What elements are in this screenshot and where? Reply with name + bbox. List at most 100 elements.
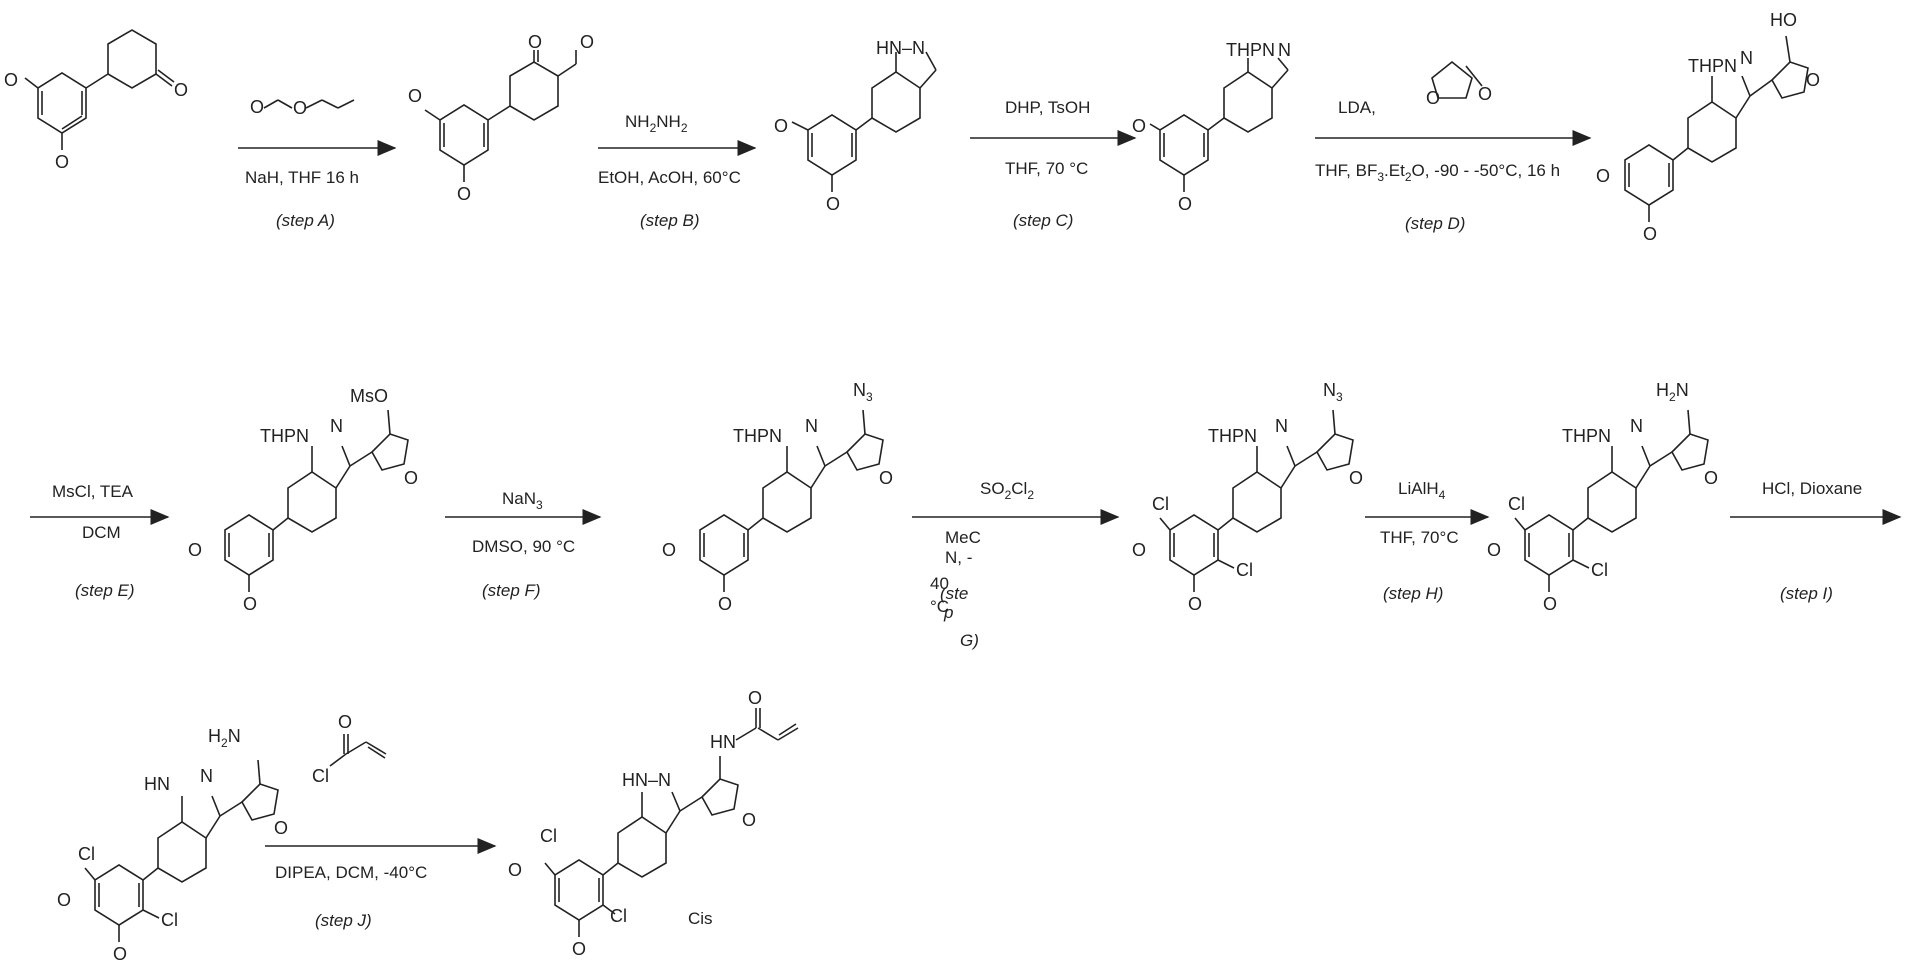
conditions-step-g-line2: N, - xyxy=(945,548,972,567)
atom-hn: HN xyxy=(710,732,736,752)
compound-9: Cl Cl O O THPN N O H2N xyxy=(1487,380,1718,614)
reagent-acryloyl-chloride: O Cl xyxy=(312,712,386,786)
atom-o: O xyxy=(457,184,471,204)
atom-o: O xyxy=(1596,166,1610,186)
label-step-f: (step F) xyxy=(482,581,541,600)
conditions-step-e: DCM xyxy=(82,523,121,542)
compound-2: O O O O xyxy=(408,32,594,204)
atom-cl: Cl xyxy=(1591,560,1608,580)
stereo-label-cis: Cis xyxy=(688,909,713,928)
conditions-step-c: THF, 70 °C xyxy=(1005,159,1088,178)
reagents-step-h: LiAlH4 xyxy=(1398,479,1446,502)
atom-o: O xyxy=(1478,84,1492,104)
reagents-step-e: MsCl, TEA xyxy=(52,482,134,501)
reagents-step-g: SO2Cl2 xyxy=(980,479,1034,502)
atom-thpn: THPN xyxy=(1688,56,1737,76)
label-step-d: (step D) xyxy=(1405,214,1465,233)
conditions-step-b: EtOH, AcOH, 60°C xyxy=(598,168,741,187)
atom-thpn: THPN xyxy=(1562,426,1611,446)
reagents-step-i: HCl, Dioxane xyxy=(1762,479,1862,498)
atom-n: N xyxy=(1278,40,1291,60)
atom-o: O xyxy=(508,860,522,880)
atom-cl: Cl xyxy=(1508,494,1525,514)
atom-o: O xyxy=(748,688,762,708)
atom-o: O xyxy=(113,944,127,964)
atom-o: O xyxy=(1132,540,1146,560)
atom-o: O xyxy=(580,32,594,52)
atom-o: O xyxy=(1487,540,1501,560)
atom-thpn: THPN xyxy=(733,426,782,446)
atom-o: O xyxy=(1132,116,1146,136)
atom-cl: Cl xyxy=(78,844,95,864)
label-step-h: (step H) xyxy=(1383,584,1443,603)
atom-o: O xyxy=(742,810,756,830)
atom-mso: MsO xyxy=(350,386,388,406)
atom-cl: Cl xyxy=(312,766,329,786)
compound-4: O O THPN N xyxy=(1132,40,1291,214)
atom-o: O xyxy=(826,194,840,214)
reagent-ethyl-formate: O O xyxy=(250,97,354,118)
atom-o: O xyxy=(174,80,188,100)
atom-o: O xyxy=(1543,594,1557,614)
atom-n: N xyxy=(805,416,818,436)
atom-cl: Cl xyxy=(1152,494,1169,514)
atom-o: O xyxy=(1349,468,1363,488)
atom-o: O xyxy=(572,939,586,959)
atom-ho: HO xyxy=(1770,10,1797,30)
atom-n: N xyxy=(1275,416,1288,436)
label-step-e: (step E) xyxy=(75,581,135,600)
atom-o: O xyxy=(404,468,418,488)
label-step-b: (step B) xyxy=(640,211,700,230)
label-step-g-part2: p xyxy=(943,603,953,622)
compound-5: O O THPN N O HO xyxy=(1596,10,1820,244)
atom-o: O xyxy=(188,540,202,560)
atom-o: O xyxy=(4,70,18,90)
atom-o: O xyxy=(1704,468,1718,488)
conditions-step-g-line1: MeC xyxy=(945,528,981,547)
atom-hn: HN xyxy=(144,774,170,794)
compound-6: O O THPN N O MsO xyxy=(188,386,418,614)
atom-n3: N3 xyxy=(1323,380,1343,404)
reagents-step-j: DIPEA, DCM, -40°C xyxy=(275,863,427,882)
atom-hn-n: HN–N xyxy=(876,38,925,58)
atom-o: O xyxy=(408,86,422,106)
atom-thpn: THPN xyxy=(260,426,309,446)
label-step-i: (step I) xyxy=(1780,584,1833,603)
label-step-c: (step C) xyxy=(1013,211,1073,230)
conditions-step-f: DMSO, 90 °C xyxy=(472,537,575,556)
atom-h2n: H2N xyxy=(1656,380,1689,404)
atom-o: O xyxy=(528,32,542,52)
atom-n: N xyxy=(330,416,343,436)
atom-o: O xyxy=(879,468,893,488)
atom-o: O xyxy=(293,98,307,118)
compound-7: O O THPN N O N3 xyxy=(662,380,893,614)
atom-o: O xyxy=(718,594,732,614)
atom-o: O xyxy=(1178,194,1192,214)
reagent-epoxy-thf: O O xyxy=(1426,62,1492,108)
conditions-step-h: THF, 70°C xyxy=(1380,528,1459,547)
atom-cl: Cl xyxy=(540,826,557,846)
atom-o: O xyxy=(1643,224,1657,244)
atom-n: N xyxy=(1630,416,1643,436)
reagents-step-a: NaH, THF 16 h xyxy=(245,168,359,187)
compound-11: Cl Cl O O HN–N O HN O xyxy=(508,688,798,959)
atom-o: O xyxy=(57,890,71,910)
atom-h2n: H2N xyxy=(208,726,241,750)
atom-hn-n: HN–N xyxy=(622,770,671,790)
label-step-j: (step J) xyxy=(315,911,372,930)
atom-n: N xyxy=(1740,48,1753,68)
atom-o: O xyxy=(662,540,676,560)
atom-n3: N3 xyxy=(853,380,873,404)
reagents-step-b: NH2NH2 xyxy=(625,112,688,135)
label-step-a: (step A) xyxy=(276,211,335,230)
atom-cl: Cl xyxy=(161,910,178,930)
atom-cl: Cl xyxy=(610,906,627,926)
reagents-step-d: LDA, xyxy=(1338,98,1376,117)
atom-o: O xyxy=(55,152,69,172)
atom-thpn: THPN xyxy=(1208,426,1257,446)
atom-o: O xyxy=(338,712,352,732)
atom-o: O xyxy=(274,818,288,838)
compound-8: Cl Cl O O THPN N O N3 xyxy=(1132,380,1363,614)
compound-1: O O O xyxy=(4,30,188,172)
